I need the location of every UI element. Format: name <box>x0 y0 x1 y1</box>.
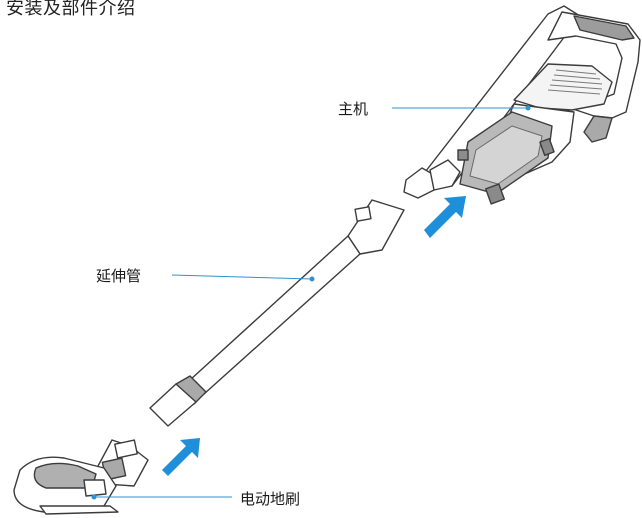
extension-tube-illustration <box>149 199 405 427</box>
arrow-tube-to-main <box>424 196 466 238</box>
main-unit-illustration <box>403 5 641 205</box>
callout-lines <box>91 105 531 500</box>
label-floor-brush: 电动地刷 <box>240 490 301 508</box>
callout-line-tube <box>171 274 313 280</box>
label-main-unit: 主机 <box>338 100 369 118</box>
arrow-brush-to-tube <box>162 438 200 476</box>
floor-brush-illustration <box>13 439 149 515</box>
label-extension-tube: 延伸管 <box>96 267 142 285</box>
page-title: 安装及部件介绍 <box>6 0 136 19</box>
assembly-arrows <box>162 196 466 476</box>
